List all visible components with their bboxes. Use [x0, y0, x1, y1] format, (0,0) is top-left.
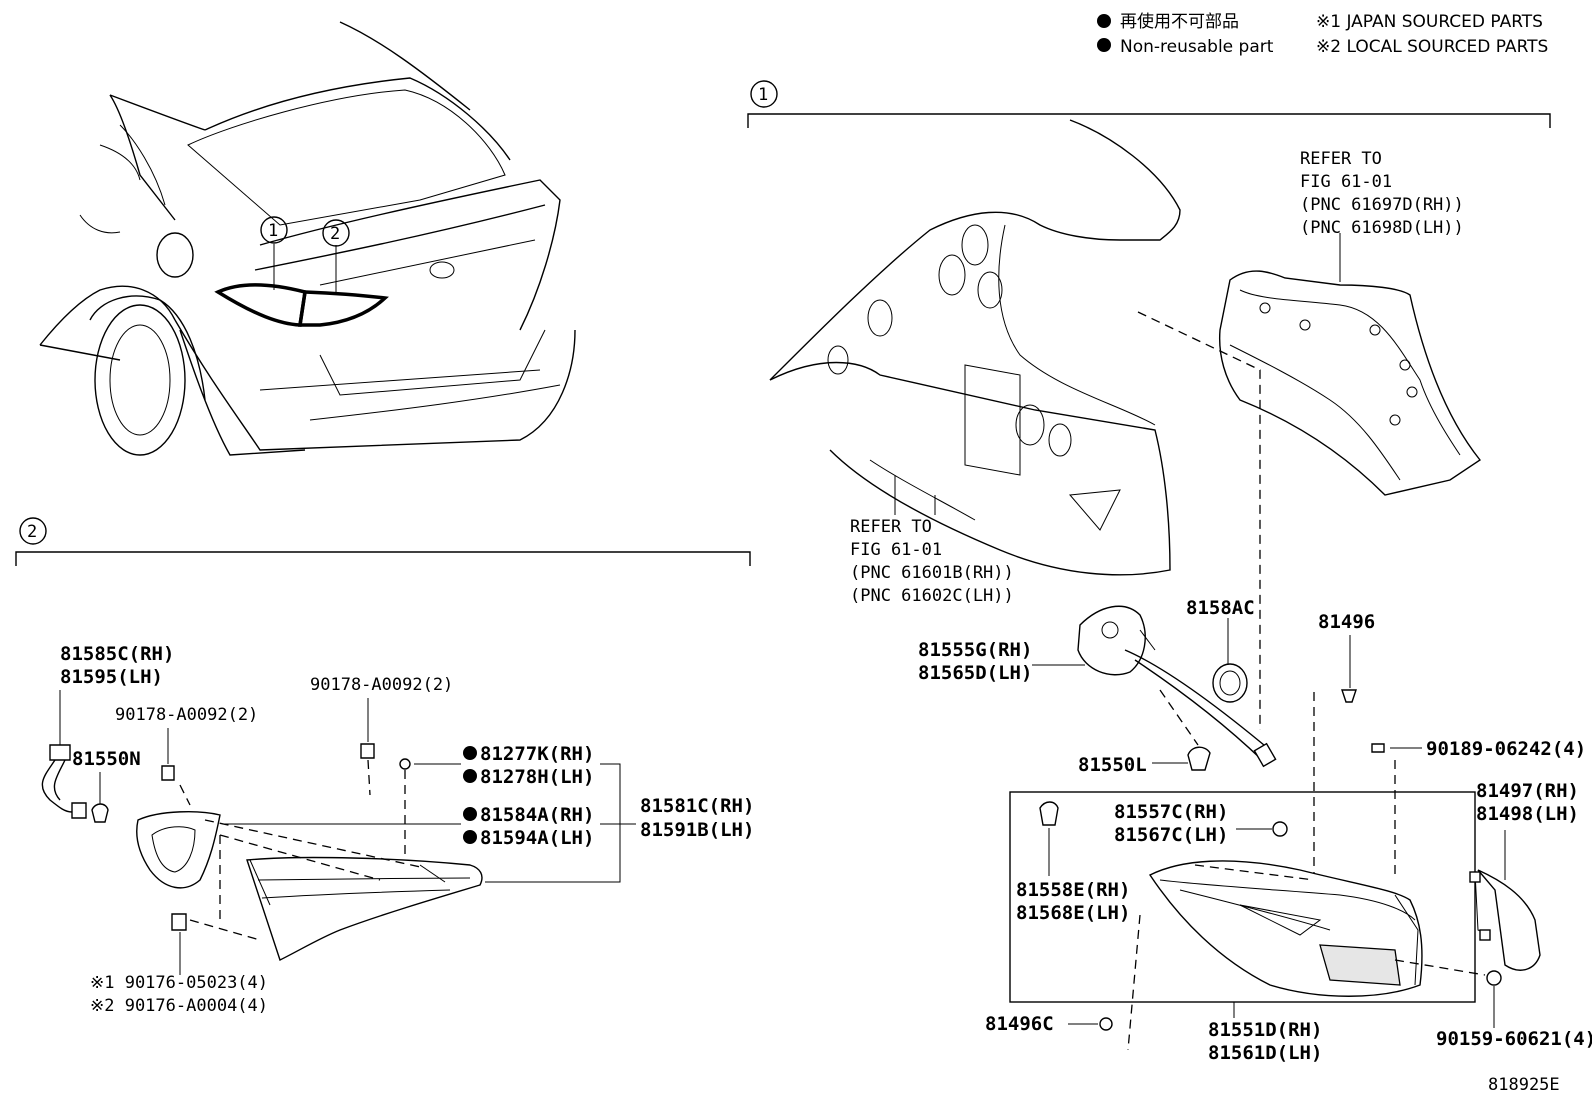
figure-id: 818925E — [1488, 1075, 1560, 1095]
vehicle-overview-illustration — [39, 21, 576, 456]
gasket-illustration — [136, 811, 221, 889]
part-81584A: 81584A(RH) — [480, 804, 594, 826]
rear-combination-lamp-illustration — [1148, 860, 1423, 997]
part-81568E: 81568E(LH) — [1016, 902, 1130, 924]
section-2-bracket — [15, 551, 751, 566]
part-81565D: 81565D(LH) — [918, 662, 1032, 684]
part-81496C: 81496C — [985, 1013, 1054, 1035]
part-81497: 81497(RH) — [1476, 780, 1579, 802]
nonreusable-bullet-icon — [463, 807, 477, 821]
refer-upper-line2: FIG 61-01 — [1300, 172, 1392, 192]
screw-90176-icon — [171, 913, 187, 931]
part-81555G: 81555G(RH) — [918, 639, 1032, 661]
part-90176-local: ※2 90176-A0004(4) — [90, 996, 268, 1016]
screw-90178-left-icon — [161, 765, 175, 781]
section-1-callout-label: 1 — [758, 85, 768, 105]
refer-upper-line4: (PNC 61698D(LH)) — [1300, 218, 1464, 238]
legend-japan-sourced: ※1 JAPAN SOURCED PARTS — [1316, 12, 1543, 32]
part-90178-left: 90178-A0092(2) — [115, 705, 258, 725]
section-2-callout-circle — [19, 517, 47, 545]
part-81496: 81496 — [1318, 611, 1375, 633]
callout-2-circle — [322, 219, 350, 247]
section-2-callout-label: 2 — [27, 522, 37, 542]
part-81557C: 81557C(RH) — [1114, 801, 1228, 823]
part-81561D: 81561D(LH) — [1208, 1042, 1322, 1064]
callout-1-label: 1 — [268, 221, 278, 241]
refer-lower-line2: FIG 61-01 — [850, 540, 942, 560]
refer-upper-line1: REFER TO — [1300, 149, 1382, 169]
socket-and-wire-illustration — [1077, 605, 1277, 771]
part-90178-right: 90178-A0092(2) — [310, 675, 453, 695]
part-81558E: 81558E(RH) — [1016, 879, 1130, 901]
part-81551D: 81551D(RH) — [1208, 1019, 1322, 1041]
part-81278H: 81278H(LH) — [480, 766, 594, 788]
part-81595: 81595(LH) — [60, 666, 163, 688]
bulb-81550N-icon — [91, 803, 109, 823]
quarter-extension-panel-illustration — [1218, 233, 1482, 496]
nonreusable-bullet-icon — [463, 746, 477, 760]
legend: 再使用不可部品 Non-reusable part ※1 JAPAN SOURC… — [1097, 11, 1548, 57]
inner-lamp-illustration — [246, 856, 483, 961]
nonreusable-bullet-icon — [1097, 14, 1111, 28]
callout-2-label: 2 — [330, 224, 340, 244]
part-81581C: 81581C(RH) — [640, 795, 754, 817]
lamp-assembly-box — [1009, 791, 1476, 1003]
screw-90178-right-icon — [360, 743, 375, 759]
part-81585C: 81585C(RH) — [60, 643, 174, 665]
clip-81496C-icon — [1099, 1017, 1113, 1031]
refer-lower-line3: (PNC 61601B(RH)) — [850, 563, 1014, 583]
part-90176-japan: ※1 90176-05023(4) — [90, 973, 268, 993]
legend-nonreusable-en: Non-reusable part — [1120, 37, 1274, 57]
legend-local-sourced: ※2 LOCAL SOURCED PARTS — [1316, 37, 1548, 57]
section-1-callout-circle — [750, 80, 778, 108]
nonreusable-bullet-icon — [463, 830, 477, 844]
refer-lower-line4: (PNC 61602C(LH)) — [850, 586, 1014, 606]
callout-1-circle — [260, 216, 288, 244]
bulb-81558E-icon — [1039, 801, 1059, 826]
part-81591B: 81591B(LH) — [640, 819, 754, 841]
grommet-icon — [1272, 821, 1288, 837]
legend-nonreusable-jp: 再使用不可部品 — [1120, 11, 1239, 32]
refer-upper-line3: (PNC 61697D(RH)) — [1300, 195, 1464, 215]
nut-90159-icon — [1486, 970, 1502, 986]
wire-harness-illustration — [41, 744, 87, 819]
quarter-panel-inner-illustration — [769, 119, 1181, 576]
clip-81277K-icon — [399, 758, 411, 770]
part-81498: 81498(LH) — [1476, 803, 1579, 825]
bracket-81497-illustration — [1469, 869, 1541, 971]
refer-lower-line1: REFER TO — [850, 517, 932, 537]
part-90189: 90189-06242(4) — [1426, 738, 1586, 760]
part-81550L: 81550L — [1078, 754, 1147, 776]
part-81277K: 81277K(RH) — [480, 743, 594, 765]
section-1-bracket — [747, 113, 1551, 128]
part-81567C: 81567C(LH) — [1114, 824, 1228, 846]
nonreusable-bullet-icon — [1097, 38, 1111, 52]
part-81594A: 81594A(LH) — [480, 827, 594, 849]
clip-81496-icon — [1341, 689, 1357, 703]
nonreusable-bullet-icon — [463, 769, 477, 783]
part-81550N: 81550N — [72, 748, 141, 770]
screw-90189-icon — [1371, 743, 1385, 753]
part-90159: 90159-60621(4) — [1436, 1028, 1592, 1050]
part-8158AC: 8158AC — [1186, 597, 1255, 619]
